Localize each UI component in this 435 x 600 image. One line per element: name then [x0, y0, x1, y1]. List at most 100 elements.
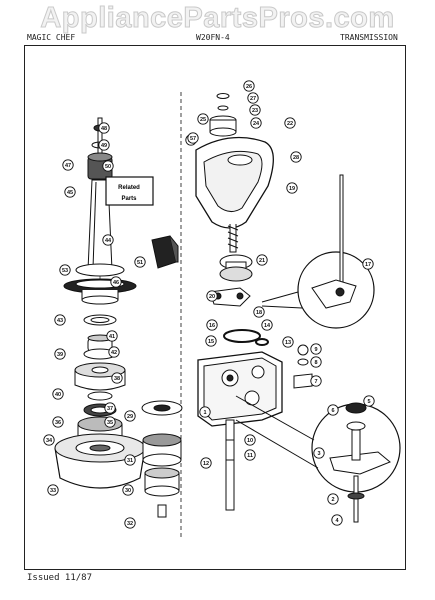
callout-label: 53: [62, 268, 68, 274]
callout-circle: [98, 122, 110, 134]
detail-inset-lower: [235, 395, 401, 523]
callout-c5: 5: [363, 395, 375, 407]
callout-label: 18: [256, 310, 262, 316]
callout-circle: [253, 306, 265, 318]
callout-c31: 31: [124, 454, 136, 466]
callout-c9: 9: [310, 343, 322, 355]
callout-c4: 4: [331, 514, 343, 526]
callout-c8: 8: [310, 356, 322, 368]
callout-c2: 2: [327, 493, 339, 505]
callout-label: 9: [314, 347, 317, 353]
callout-circle: [102, 160, 114, 172]
callout-label: 22: [287, 121, 293, 127]
callout-circle: [206, 290, 218, 302]
callout-label: 35: [107, 420, 113, 426]
callout-circle: [122, 484, 134, 496]
callout-circle: [110, 276, 122, 288]
callout-c7: 7: [310, 375, 322, 387]
callout-c53: 53: [59, 264, 71, 276]
callout-label: 8: [314, 360, 317, 366]
callout-label: 36: [55, 420, 61, 426]
callout-circle: [124, 454, 136, 466]
callout-circle: [206, 319, 218, 331]
transmission-cover: [195, 93, 274, 253]
callout-circle: [290, 151, 302, 163]
callout-label: 47: [65, 163, 71, 169]
callout-circle: [104, 402, 116, 414]
callout-label: 49: [101, 143, 107, 149]
callout-circle: [197, 113, 209, 125]
callout-circle: [54, 348, 66, 360]
header-section: TRANSMISSION: [340, 33, 398, 42]
callout-label: 16: [209, 323, 215, 329]
callout-circle: [47, 484, 59, 496]
callout-label: 42: [111, 350, 117, 356]
related-parts-label: Parts: [121, 196, 137, 202]
callout-label: 40: [55, 392, 61, 398]
callout-c14: 14: [261, 319, 273, 331]
callout-c28: 28: [290, 151, 302, 163]
callout-c39: 39: [54, 348, 66, 360]
callout-circle: [244, 434, 256, 446]
callout-label: 37: [107, 406, 113, 412]
callout-circle: [124, 410, 136, 422]
header-model: W20FN-4: [196, 33, 230, 42]
callout-c44: 44: [102, 234, 114, 246]
callout-c1a: 1: [199, 406, 211, 418]
callout-label: 21: [259, 258, 265, 264]
callout-label: 57: [190, 136, 196, 142]
callout-label: 41: [109, 334, 115, 340]
callout-circle: [104, 416, 116, 428]
callout-c26: 26: [243, 80, 255, 92]
callout-c11: 11: [244, 449, 256, 461]
callout-circle: [284, 117, 296, 129]
callout-circle: [200, 457, 212, 469]
callout-label: 13: [285, 340, 291, 346]
callout-c51: 51: [134, 256, 146, 268]
callout-label: 34: [46, 438, 53, 444]
callout-c45: 45: [64, 186, 76, 198]
callout-label: 44: [105, 238, 112, 244]
callout-c16: 16: [206, 319, 218, 331]
callout-circle: [106, 330, 118, 342]
agitator-shaft-assembly: [63, 117, 137, 326]
callout-label: 27: [250, 96, 256, 102]
callout-label: 48: [101, 126, 107, 132]
callout-label: 38: [114, 376, 120, 382]
callout-c32: 32: [124, 517, 136, 529]
callout-circle: [362, 258, 374, 270]
callout-circle: [249, 104, 261, 116]
callout-label: 51: [137, 260, 143, 266]
callout-circle: [310, 356, 322, 368]
related-parts-label: Related: [118, 185, 140, 191]
callout-c49: 49: [98, 139, 110, 151]
callout-label: 45: [67, 190, 73, 196]
callout-circle: [111, 372, 123, 384]
callout-label: 31: [127, 458, 133, 464]
callout-label: 24: [253, 121, 260, 127]
callout-circle: [102, 234, 114, 246]
callout-circle: [52, 388, 64, 400]
callout-c34: 34: [43, 434, 55, 446]
callout-label: 28: [293, 155, 299, 161]
callout-c46: 46: [110, 276, 122, 288]
callout-circle: [108, 346, 120, 358]
gear-assembly: [209, 254, 269, 346]
callout-c27: 27: [247, 92, 259, 104]
callout-c47: 47: [62, 159, 74, 171]
gearcase-housing: [197, 351, 283, 511]
callout-c42: 42: [108, 346, 120, 358]
callout-c6: 6: [327, 404, 339, 416]
callout-c30: 30: [122, 484, 134, 496]
callout-circle: [244, 449, 256, 461]
callout-c10: 10: [244, 434, 256, 446]
callout-c21: 21: [256, 254, 268, 266]
callout-c25: 25: [197, 113, 209, 125]
callout-c22: 22: [284, 117, 296, 129]
detail-inset-upper: [261, 174, 375, 329]
callout-label: 19: [289, 186, 295, 192]
callout-label: 50: [105, 164, 111, 170]
callout-label: 2: [331, 497, 334, 503]
callout-label: 25: [200, 117, 206, 123]
